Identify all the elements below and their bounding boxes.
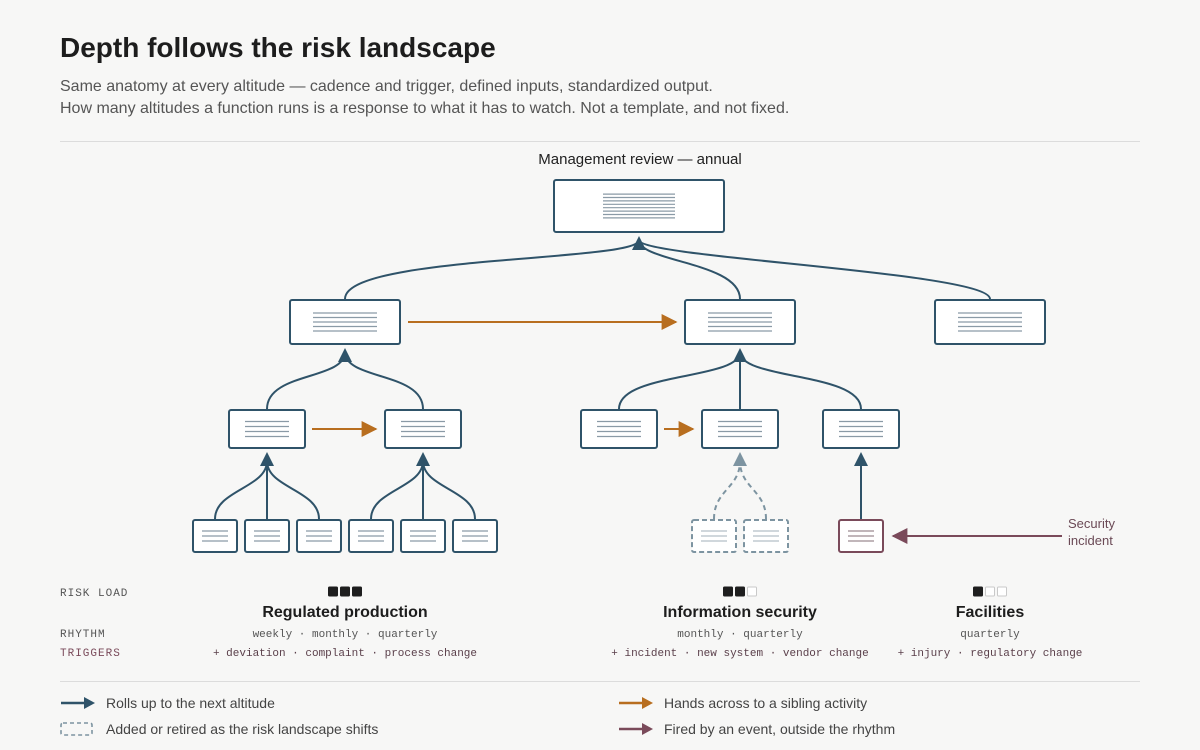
event-label-line-1: Security	[1068, 516, 1115, 531]
activity-box-information-security-l3a	[580, 409, 658, 449]
risk-load-indicators	[328, 586, 1007, 597]
activity-box-information-security-l2	[684, 299, 796, 345]
risk-load-square-filled	[973, 586, 983, 597]
activity-box-regulated-production-l4	[452, 519, 498, 553]
rollup-connector	[344, 239, 640, 300]
rollup-arrowheads	[260, 236, 868, 466]
rhythm-row-label: RHYTHM	[60, 629, 106, 641]
risk-load-row-label: RISK LOAD	[60, 588, 128, 600]
page-title: Depth follows the risk landscape	[60, 32, 496, 63]
activity-box-regulated-production-l4	[192, 519, 238, 553]
legend-added-retired: Added or retired as the risk landscape s…	[60, 719, 378, 739]
legend-rolls-up-label: Rolls up to the next altitude	[106, 695, 275, 711]
risk-load-square-empty	[985, 586, 995, 597]
triggers-row-label: TRIGGERS	[60, 648, 121, 660]
activity-boxes	[192, 179, 1046, 553]
rhythm-facilities: quarterly	[960, 629, 1020, 641]
rollup-arrowhead	[632, 236, 646, 250]
rollup-connector	[344, 351, 424, 410]
legend-rolls-up: Rolls up to the next altitude	[60, 693, 275, 713]
activity-box-information-security-l3b	[701, 409, 779, 449]
legend-fired-by-event-label: Fired by an event, outside the rhythm	[664, 721, 896, 737]
risk-load-square-filled	[723, 586, 733, 597]
function-name-regulated-production: Regulated production	[262, 604, 427, 621]
activity-box-regulated-production-l4	[296, 519, 342, 553]
risk-load-square-filled	[328, 586, 338, 597]
function-name-information-security: Information security	[663, 604, 817, 621]
rollup-connector	[638, 239, 741, 300]
rollup-connector	[214, 460, 268, 520]
rollup-arrowhead	[260, 452, 274, 466]
legend-fired-by-event: Fired by an event, outside the rhythm	[618, 719, 895, 739]
subtitle-line-2: How many altitudes a function runs is a …	[60, 100, 790, 117]
activity-box-regulated-production-l4	[348, 519, 394, 553]
rollup-arrowhead	[338, 348, 352, 362]
dashed-connector	[713, 460, 741, 520]
rollup-arrowhead	[733, 348, 747, 362]
activity-box-regulated-production-l2	[289, 299, 401, 345]
legend-hands-across-label: Hands across to a sibling activity	[664, 695, 868, 711]
maroon-arrow-icon	[619, 723, 653, 735]
activity-box-regulated-production-l3a	[228, 409, 306, 449]
top-divider	[60, 141, 1140, 142]
dashed-connectors	[713, 460, 767, 520]
activity-box-information-security-l4-provisional	[743, 519, 789, 553]
bottom-divider	[60, 681, 1140, 682]
risk-load-square-filled	[735, 586, 745, 597]
orange-arrow-icon	[619, 697, 653, 709]
function-info: RISK LOAD RHYTHM TRIGGERS Regulated prod…	[60, 586, 1083, 660]
rollup-connector	[422, 460, 476, 520]
risk-load-square-filled	[340, 586, 350, 597]
rollup-connectors	[214, 239, 991, 520]
activity-box-facilities-l2	[934, 299, 1046, 345]
risk-load-square-empty	[997, 586, 1007, 597]
activity-box-information-security-l4-provisional	[691, 519, 737, 553]
activity-box-facilities-l3	[822, 409, 900, 449]
rhythm-regulated-production: weekly · monthly · quarterly	[253, 629, 438, 641]
rhythm-information-security: monthly · quarterly	[677, 629, 803, 641]
dashed-connector	[739, 460, 767, 520]
activity-box-regulated-production-l4	[400, 519, 446, 553]
rollup-connector	[739, 351, 862, 410]
dashed-box-icon	[60, 722, 93, 736]
management-review-label: Management review — annual	[538, 151, 741, 168]
activity-box-regulated-production-l3b	[384, 409, 462, 449]
activity-box-regulated-production-l4	[244, 519, 290, 553]
dashed-arrowhead	[733, 452, 747, 466]
navy-arrow-icon	[61, 697, 95, 709]
rollup-connector	[370, 460, 424, 520]
legend-added-retired-label: Added or retired as the risk landscape s…	[106, 721, 379, 737]
rollup-connector	[618, 351, 741, 410]
risk-load-square-empty	[747, 586, 757, 597]
event-label-line-2: incident	[1068, 533, 1113, 548]
rollup-arrowhead	[854, 452, 868, 466]
triggers-regulated-production: + deviation · complaint · process change	[213, 648, 477, 660]
function-name-facilities: Facilities	[956, 604, 1025, 621]
rollup-connector	[266, 351, 346, 410]
activity-box-facilities-event-activity	[838, 519, 884, 553]
subtitle-line-1: Same anatomy at every altitude — cadence…	[60, 78, 713, 95]
triggers-facilities: + injury · regulatory change	[898, 648, 1083, 660]
triggers-information-security: + incident · new system · vendor change	[611, 648, 868, 660]
rollup-connector	[638, 239, 991, 300]
activity-box-management-review	[553, 179, 725, 233]
legend-hands-across: Hands across to a sibling activity	[618, 693, 867, 713]
rollup-connector	[266, 460, 320, 520]
risk-load-square-filled	[352, 586, 362, 597]
rollup-arrowhead	[416, 452, 430, 466]
